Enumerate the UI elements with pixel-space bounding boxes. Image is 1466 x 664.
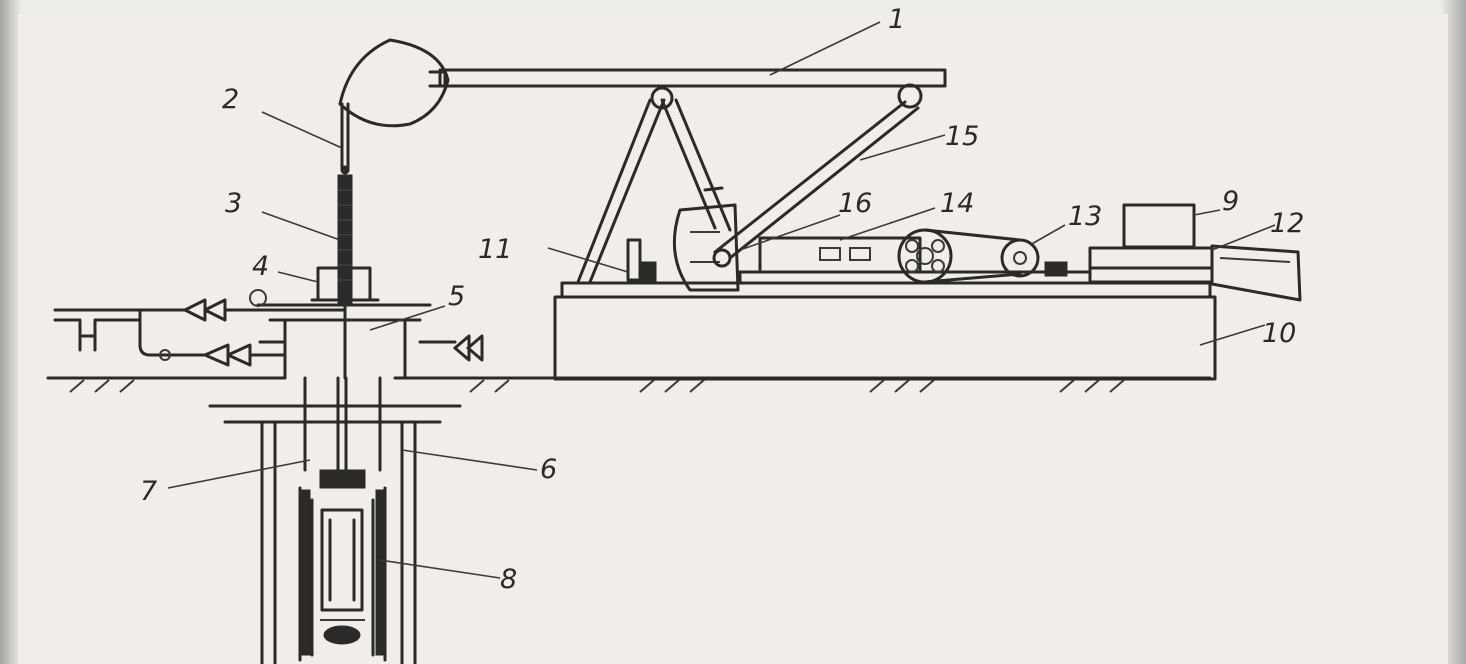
downhole-pump — [298, 469, 387, 662]
callout-8: 8 — [500, 564, 517, 595]
leader-lines — [167, 21, 1276, 579]
frame-base — [560, 270, 1212, 299]
casing — [208, 404, 462, 664]
samson-post — [576, 86, 732, 284]
callout-1: 1 — [888, 4, 905, 35]
polished-rod — [337, 174, 353, 306]
horse-head — [338, 38, 450, 128]
callout-4: 4 — [252, 251, 269, 282]
callout-12: 12 — [1270, 208, 1304, 239]
wellhead — [53, 289, 484, 380]
scanned-page — [18, 14, 1448, 664]
callout-15: 15 — [945, 121, 979, 152]
walking-beam — [428, 68, 947, 88]
electric-motor — [1088, 203, 1302, 302]
foundation-block — [553, 295, 1217, 381]
callout-3: 3 — [225, 188, 242, 219]
connecting-rod — [712, 83, 923, 268]
callout-5: 5 — [448, 281, 465, 312]
callout-9: 9 — [1222, 186, 1239, 217]
callout-11: 11 — [478, 234, 512, 265]
callout-14: 14 — [940, 188, 974, 219]
tubing-and-rods — [303, 376, 382, 472]
wire-rope-hanger — [340, 102, 350, 175]
stuffing-box — [310, 266, 380, 302]
callout-7: 7 — [140, 476, 157, 507]
brake — [626, 238, 657, 283]
callout-6: 6 — [540, 454, 557, 485]
callout-13: 13 — [1068, 201, 1102, 232]
callout-10: 10 — [1262, 318, 1296, 349]
callout-16: 16 — [838, 188, 872, 219]
callout-labels: 1 2 3 4 5 6 7 8 9 10 11 12 13 14 15 16 — [140, 4, 1304, 595]
gearbox — [758, 228, 1068, 284]
callout-2: 2 — [222, 84, 239, 115]
